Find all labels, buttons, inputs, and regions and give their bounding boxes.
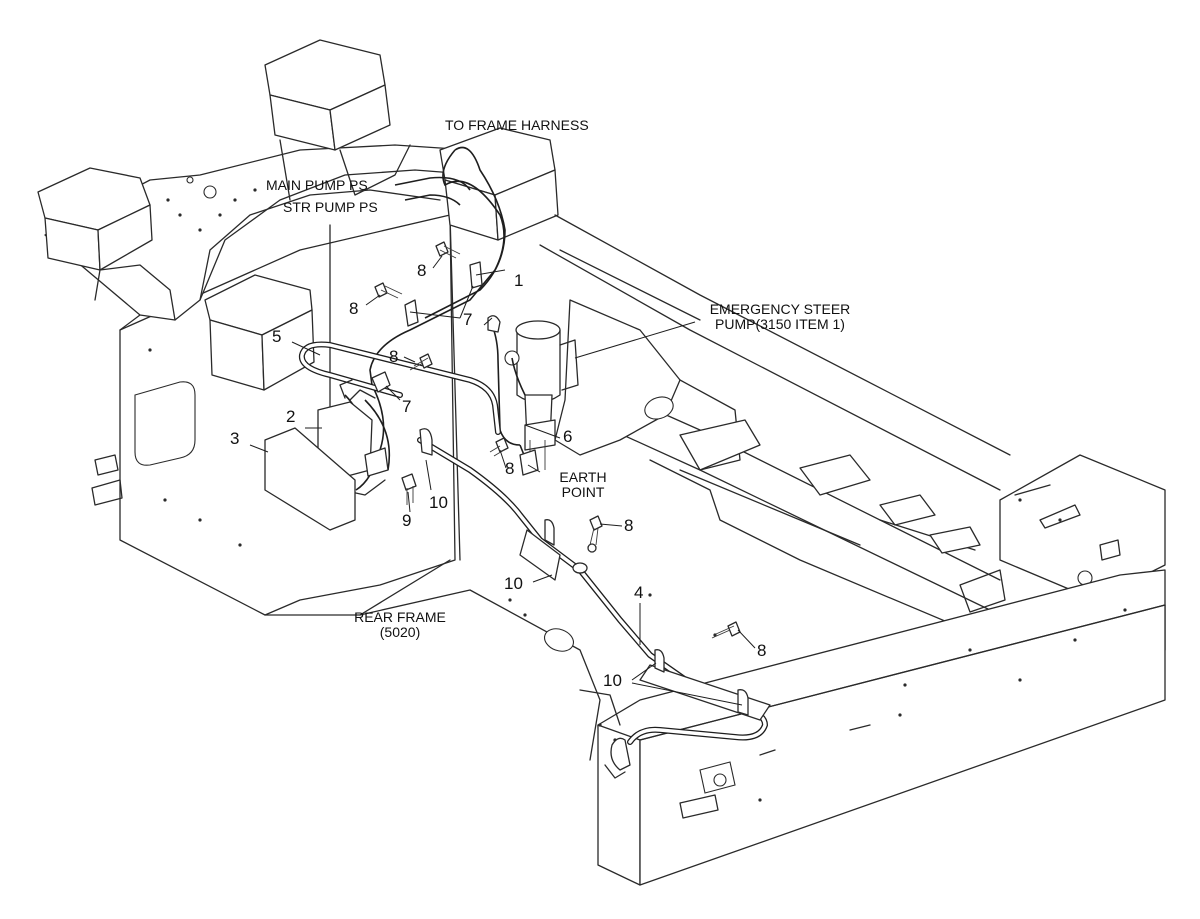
str-pump-ps-label: STR PUMP PS bbox=[283, 199, 378, 215]
callout-item-10c: 10 bbox=[603, 671, 622, 690]
callout-item-7b: 7 bbox=[402, 397, 412, 416]
harness-wires bbox=[344, 146, 529, 491]
callout-item-8b: 8 bbox=[349, 299, 359, 318]
rear-frame-line2: (5020) bbox=[379, 624, 421, 640]
callout-item-8c: 8 bbox=[389, 347, 399, 366]
earth-point-line1: EARTH bbox=[559, 469, 607, 485]
emergency-steer-line2: PUMP(3150 ITEM 1) bbox=[715, 316, 845, 332]
callout-item-5: 5 bbox=[272, 327, 282, 346]
callout-item-8f: 8 bbox=[757, 641, 767, 660]
callout-item-4: 4 bbox=[634, 583, 644, 602]
rear-frame-line1: REAR FRAME bbox=[354, 609, 446, 625]
callout-item-8e: 8 bbox=[624, 516, 634, 535]
frame-rails bbox=[359, 214, 1166, 886]
earth-point-line2: POINT bbox=[561, 484, 605, 500]
callout-item-10b: 10 bbox=[504, 574, 523, 593]
callout-item-1: 1 bbox=[514, 271, 524, 290]
callout-item-8d: 8 bbox=[505, 459, 515, 478]
emergency-steer-line1: EMERGENCY STEER bbox=[709, 301, 851, 317]
emergency-steer-pump-label: EMERGENCY STEER PUMP(3150 ITEM 1) bbox=[690, 302, 870, 332]
main-pump-ps-label: MAIN PUMP PS bbox=[266, 177, 368, 193]
callout-item-3: 3 bbox=[230, 429, 240, 448]
leader-lines bbox=[249, 255, 756, 706]
callout-item-6: 6 bbox=[563, 427, 573, 446]
callout-item-10a: 10 bbox=[429, 493, 448, 512]
rear-frame-label: REAR FRAME (5020) bbox=[350, 610, 450, 640]
callout-item-2: 2 bbox=[286, 407, 296, 426]
rear-frame bbox=[37, 39, 559, 616]
callout-item-8a: 8 bbox=[417, 261, 427, 280]
to-frame-harness-label: TO FRAME HARNESS bbox=[445, 117, 589, 133]
callout-item-9: 9 bbox=[402, 511, 412, 530]
conduit-tube bbox=[298, 341, 771, 779]
earth-point-label: EARTH POINT bbox=[548, 470, 618, 500]
callout-item-7a: 7 bbox=[463, 310, 473, 329]
